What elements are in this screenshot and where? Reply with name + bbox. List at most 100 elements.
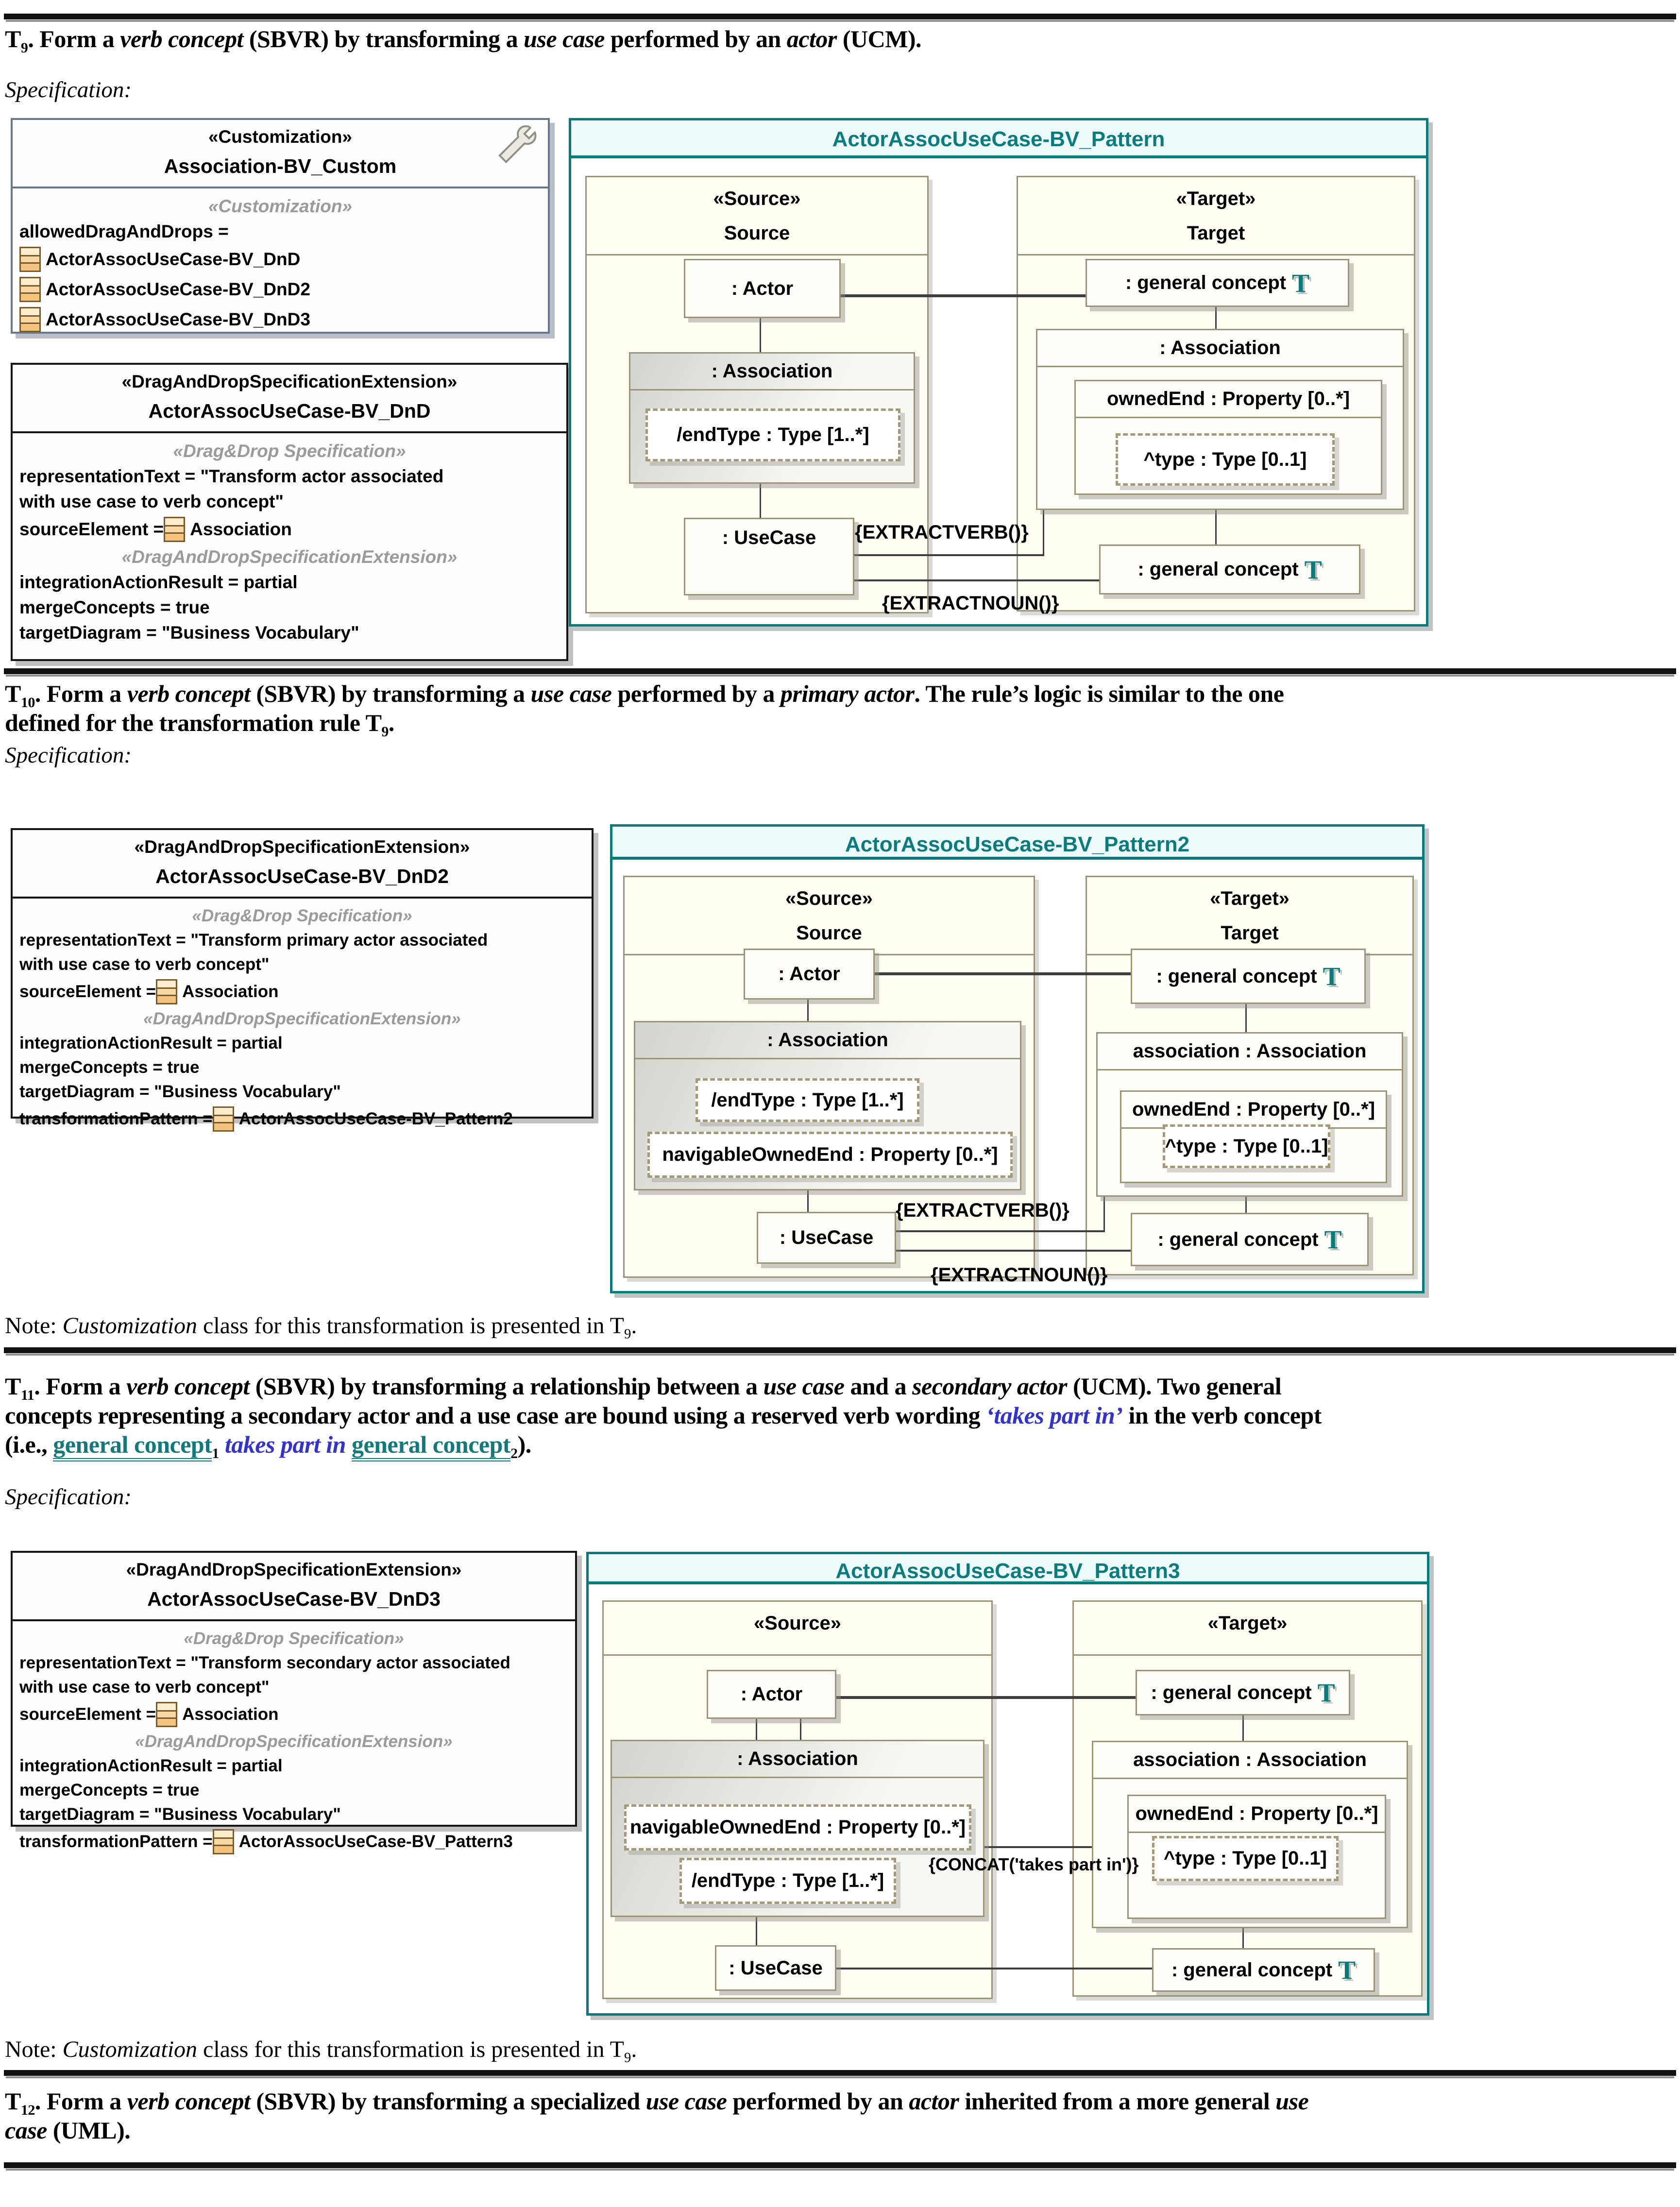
endtype-property-box: /endType : Type [1..*] [645, 408, 900, 461]
attribute-representation-text-cont: with use case to verb concept" [19, 492, 284, 511]
rule-t10-heading: T10. Form a verb concept (SBVR) by trans… [5, 679, 1677, 739]
separator-rule [4, 1347, 1676, 1353]
body-stereotype: «DragAndDropSpecificationExtension» [135, 1732, 453, 1751]
separator-rule [4, 2070, 1676, 2076]
heading-line: T10. Form a verb concept (SBVR) by trans… [5, 680, 1284, 711]
connector-line [1103, 1194, 1105, 1230]
takes-part-in-wording: ‘takes part in’ [986, 1402, 1123, 1429]
endtype-property-box: /endType : Type [1..*] [696, 1078, 919, 1122]
class-icon [212, 1106, 234, 1132]
usecase-instance-box: : UseCase [757, 1212, 896, 1264]
type-property-box: ^type : Type [0..1] [1116, 433, 1335, 486]
wrench-icon [498, 125, 537, 164]
source-partition-header: «Source» [604, 1602, 991, 1656]
class-icon [19, 277, 41, 302]
attribute-target-diagram: targetDiagram = "Business Vocabulary" [19, 1805, 341, 1824]
attribute-target-diagram: targetDiagram = "Business Vocabulary" [19, 623, 359, 643]
class-icon [156, 979, 178, 1004]
ownedend-label: ownedEnd : Property [0..*] [1121, 1092, 1386, 1129]
concat-label: {CONCAT('takes part in')} [929, 1854, 1139, 1874]
extractverb-label: {EXTRACTVERB()} [855, 522, 1029, 543]
pattern1-title: ActorAssocUseCase-BV_Pattern [571, 120, 1426, 158]
body-stereotype: «Customization» [208, 196, 353, 216]
specification-label-t10: Specification: [5, 743, 132, 768]
heading-line: T11. Form a verb concept (SBVR) by trans… [5, 1373, 1282, 1403]
classbox-header: «DragAndDropSpecificationExtension» Acto… [13, 830, 592, 899]
class-icon [19, 247, 41, 272]
connector-line [833, 1968, 1152, 1969]
term-pushpin-icon: T [1324, 1225, 1342, 1254]
association-label: association : Association [1093, 1742, 1407, 1779]
separator-rule-top [4, 14, 1676, 19]
ownedend-label: ownedEnd : Property [0..*] [1129, 1796, 1385, 1833]
class-icon [164, 517, 186, 542]
heading-line: concepts representing a secondary actor … [5, 1402, 1322, 1429]
term-pushpin-icon: T [1323, 962, 1341, 991]
usecase-instance-box: : UseCase [715, 1945, 836, 1991]
attribute-merge-concepts: mergeConcepts = true [19, 597, 210, 617]
connector-line [838, 294, 1086, 297]
allowed-dnd-item-label: ActorAssocUseCase-BV_DnD [46, 249, 301, 269]
target-partition-header: «Target» Target [1018, 177, 1414, 255]
rule-t9-heading: T9. Form a verb concept (SBVR) by transf… [5, 24, 1677, 55]
association-label: association : Association [1098, 1034, 1402, 1070]
connector-line [893, 1230, 1105, 1232]
body-stereotype: «DragAndDropSpecificationExtension» [121, 547, 458, 567]
specification-label-t9: Specification: [5, 77, 132, 102]
connector-line [851, 579, 1099, 581]
heading-line: T12. Form a verb concept (SBVR) by trans… [5, 2088, 1309, 2118]
classbox-body: «Drag&Drop Specification» representation… [13, 433, 566, 652]
association-label: : Association [612, 1741, 983, 1778]
note-t11: Note: Customization class for this trans… [5, 2037, 637, 2066]
extractnoun-label: {EXTRACTNOUN()} [882, 593, 1059, 614]
attribute-integration-action-result: integrationActionResult = partial [19, 1756, 283, 1775]
attribute-source-element: sourceElement = Association [19, 517, 560, 542]
actor-instance-box: : Actor [707, 1670, 836, 1719]
target-stereotype: «Target» [1176, 188, 1256, 209]
attribute-representation-text: representationText = "Transform actor as… [19, 466, 444, 486]
extractverb-label: {EXTRACTVERB()} [896, 1200, 1069, 1221]
association-label: : Association [630, 354, 914, 390]
stereotype-label: «Customization» [208, 127, 353, 147]
term-pushpin-icon: T [1317, 1678, 1335, 1707]
target-stereotype: «Target» [1207, 1613, 1288, 1634]
classbox-header: «DragAndDropSpecificationExtension» Acto… [13, 1553, 575, 1621]
attribute-transformation-pattern: transformationPattern = ActorAssocUseCas… [19, 1829, 568, 1854]
classbox-name: Association-BV_Custom [164, 155, 397, 177]
type-property-box: ^type : Type [0..1] [1152, 1836, 1339, 1881]
term-pushpin-icon: T [1304, 555, 1322, 584]
class-icon [212, 1829, 234, 1854]
association-label: : Association [635, 1022, 1020, 1059]
specification-label-t11: Specification: [5, 1484, 132, 1510]
navigable-ownedend-property-box: navigableOwnedEnd : Property [0..*] [647, 1132, 1013, 1178]
body-stereotype: «Drag&Drop Specification» [173, 441, 406, 461]
association-label: : Association [1037, 330, 1403, 367]
target-stereotype: «Target» [1210, 888, 1290, 909]
target-partition-header: «Target» Target [1087, 877, 1412, 955]
general-concept2-term: general concept [351, 1431, 511, 1461]
usecase-instance-box: : UseCase [684, 518, 854, 595]
dnd-specification-classbox: «DragAndDropSpecificationExtension» Acto… [11, 363, 568, 661]
separator-rule-bottom [4, 2162, 1676, 2168]
rule-t11-heading: T11. Form a verb concept (SBVR) by trans… [5, 1372, 1677, 1461]
dnd3-specification-classbox: «DragAndDropSpecificationExtension» Acto… [11, 1551, 577, 1854]
source-partition-header: «Source» Source [625, 877, 1034, 955]
stereotype-label: «DragAndDropSpecificationExtension» [134, 837, 470, 857]
takes-part-in-verb: takes part in [224, 1431, 346, 1458]
attribute-target-diagram: targetDiagram = "Business Vocabulary" [19, 1082, 341, 1101]
pattern3-title: ActorAssocUseCase-BV_Pattern3 [589, 1554, 1427, 1584]
attribute-merge-concepts: mergeConcepts = true [19, 1781, 200, 1800]
classbox-name: ActorAssocUseCase-BV_DnD [148, 400, 431, 422]
class-icon [156, 1702, 178, 1727]
connector-line [1215, 481, 1217, 544]
type-property-box: ^type : Type [0..1] [1163, 1124, 1330, 1168]
heading-line: case (UML). [5, 2117, 131, 2144]
attribute-integration-action-result: integrationActionResult = partial [19, 1034, 283, 1053]
body-stereotype: «Drag&Drop Specification» [184, 1629, 404, 1648]
attribute-representation-text: representationText = "Transform primary … [19, 931, 488, 950]
connector-line [1043, 507, 1044, 554]
dnd2-specification-classbox: «DragAndDropSpecificationExtension» Acto… [11, 828, 594, 1132]
